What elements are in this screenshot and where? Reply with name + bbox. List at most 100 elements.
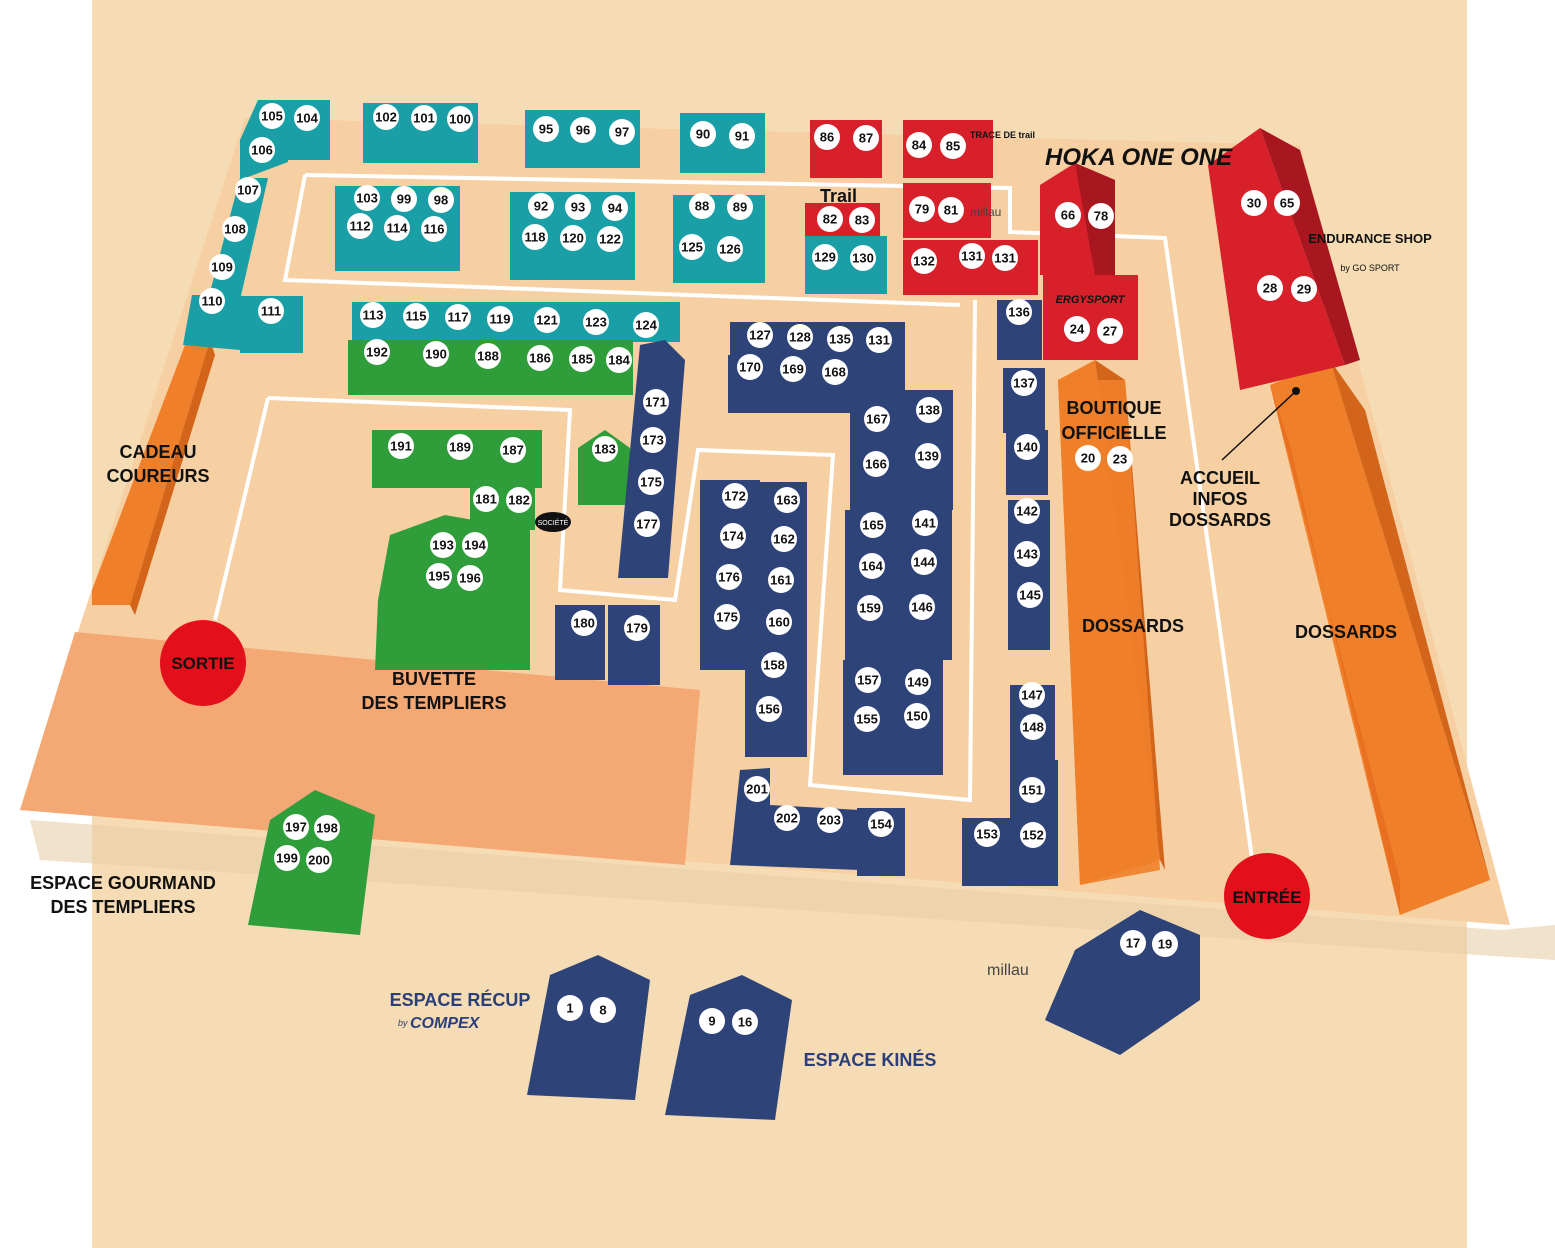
stand-number: 125 xyxy=(681,240,703,255)
stand-badge xyxy=(565,194,591,220)
stand-number: 99 xyxy=(397,192,411,207)
stand-number: 100 xyxy=(449,112,471,127)
stand-badge xyxy=(633,312,659,338)
stand-129: 129 xyxy=(812,244,838,270)
stand-94: 94 xyxy=(602,195,628,221)
stand-badge xyxy=(717,236,743,262)
stand-number: 145 xyxy=(1019,588,1041,603)
stand-114: 114 xyxy=(384,215,410,241)
societe-logo: SOCIÉTÉ xyxy=(538,518,569,527)
stand-131: 131 xyxy=(959,243,985,269)
stand-141: 141 xyxy=(912,510,938,536)
stand-number: 192 xyxy=(366,345,388,360)
stand-121: 121 xyxy=(534,307,560,333)
stand-30: 30 xyxy=(1241,190,1267,216)
stand-number: 101 xyxy=(413,111,435,126)
stand-number: 23 xyxy=(1113,452,1127,467)
accueil-dossards-tent xyxy=(1270,360,1490,915)
stand-number: 191 xyxy=(390,439,412,454)
stand-number: 201 xyxy=(746,782,768,797)
block-113-124 xyxy=(352,302,680,342)
stand-number: 175 xyxy=(716,610,738,625)
block-166-167 xyxy=(850,355,905,510)
stand-1: 1 xyxy=(557,995,583,1021)
stand-number: 147 xyxy=(1021,688,1043,703)
stand-number: 79 xyxy=(915,202,929,217)
stand-badge xyxy=(912,510,938,536)
stand-badge xyxy=(940,133,966,159)
stand-142: 142 xyxy=(1014,498,1040,524)
stand-78: 78 xyxy=(1088,203,1114,229)
stand-badge xyxy=(915,443,941,469)
stand-badge xyxy=(959,243,985,269)
stand-badge xyxy=(534,307,560,333)
stand-number: 90 xyxy=(696,127,710,142)
hoka-logo: HOKA ONE ONE xyxy=(1045,144,1233,171)
stand-number: 182 xyxy=(508,493,530,508)
stand-number: 65 xyxy=(1280,196,1294,211)
stand-152: 152 xyxy=(1020,822,1046,848)
stand-174: 174 xyxy=(720,523,746,549)
sortie-marker xyxy=(160,620,246,706)
espace-kines-label: ESPACE KINÉS xyxy=(804,1049,937,1070)
stand-66: 66 xyxy=(1055,202,1081,228)
stand-140: 140 xyxy=(1014,434,1040,460)
stand-badge xyxy=(1017,582,1043,608)
stand-badge xyxy=(855,667,881,693)
stand-badge xyxy=(863,451,889,477)
stand-155: 155 xyxy=(854,706,880,732)
stand-162: 162 xyxy=(771,526,797,552)
stand-108: 108 xyxy=(222,216,248,242)
ergysport-tent xyxy=(1043,275,1138,360)
stand-65: 65 xyxy=(1274,190,1300,216)
stand-number: 176 xyxy=(718,570,740,585)
boutique-dossards-tent xyxy=(1058,360,1165,885)
stand-number: 109 xyxy=(211,260,233,275)
stand-badge xyxy=(421,216,447,242)
stand-number: 175 xyxy=(640,475,662,490)
stand-88: 88 xyxy=(689,193,715,219)
stand-number: 92 xyxy=(534,199,548,214)
stand-number: 142 xyxy=(1016,504,1038,519)
stand-95: 95 xyxy=(533,116,559,142)
stand-number: 189 xyxy=(449,440,471,455)
stand-badge xyxy=(814,124,840,150)
stand-badge xyxy=(1020,822,1046,848)
stand-183: 183 xyxy=(592,436,618,462)
stand-109: 109 xyxy=(209,254,235,280)
stand-number: 177 xyxy=(636,517,658,532)
stand-badge xyxy=(462,532,488,558)
stand-137: 137 xyxy=(1011,370,1037,396)
stand-number: 81 xyxy=(944,203,958,218)
stand-number: 149 xyxy=(907,675,929,690)
stand-number: 19 xyxy=(1158,937,1172,952)
stand-number: 78 xyxy=(1094,209,1108,224)
stand-186: 186 xyxy=(527,345,553,371)
stand-79: 79 xyxy=(909,196,935,222)
stand-85: 85 xyxy=(940,133,966,159)
stand-badge xyxy=(624,615,650,641)
stand-102: 102 xyxy=(373,104,399,130)
stand-81: 81 xyxy=(938,197,964,223)
stand-192: 192 xyxy=(364,339,390,365)
stand-number: 203 xyxy=(819,813,841,828)
stand-badge xyxy=(391,186,417,212)
stand-number: 197 xyxy=(285,820,307,835)
stand-29: 29 xyxy=(1291,276,1317,302)
stand-badge xyxy=(571,610,597,636)
stand-128: 128 xyxy=(787,324,813,350)
stand-19: 19 xyxy=(1152,931,1178,957)
stand-number: 157 xyxy=(857,673,879,688)
stand-badge xyxy=(854,706,880,732)
stand-197: 197 xyxy=(283,814,309,840)
stand-badge xyxy=(473,486,499,512)
stand-87: 87 xyxy=(853,125,879,151)
stand-badge xyxy=(597,226,623,252)
stand-number: 165 xyxy=(862,518,884,533)
stand-badge xyxy=(430,532,456,558)
block-142-145 xyxy=(1008,500,1050,650)
dossards-label-2: DOSSARDS xyxy=(1295,622,1397,642)
stand-17: 17 xyxy=(1120,930,1146,956)
